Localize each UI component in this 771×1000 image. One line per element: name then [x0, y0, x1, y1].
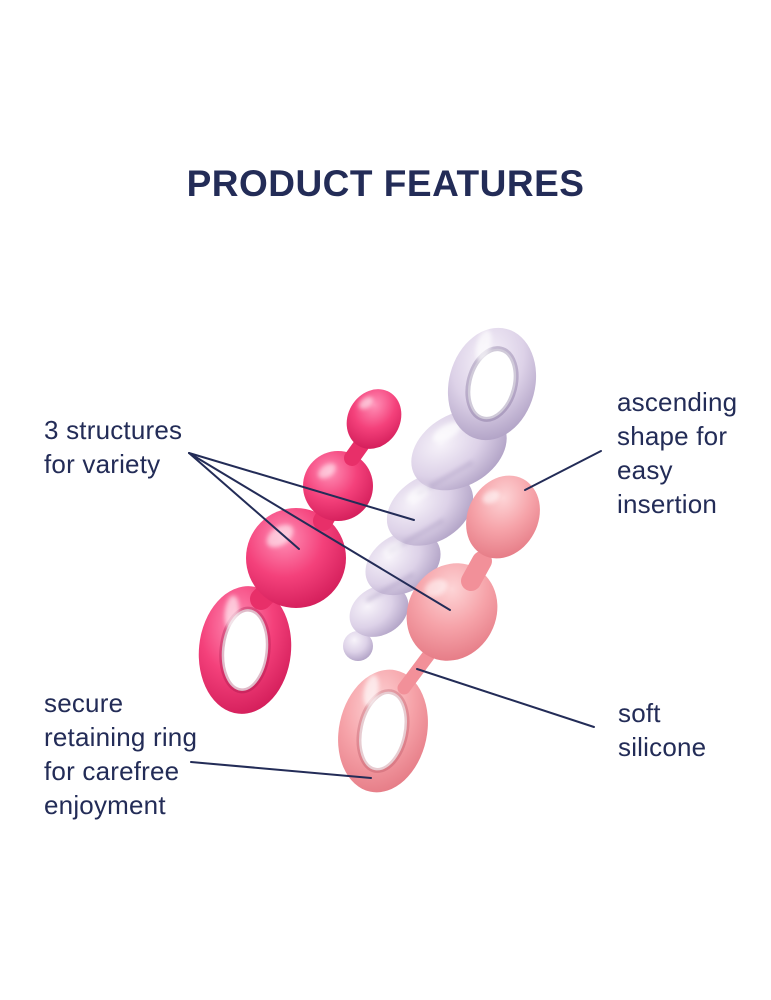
lavender-retaining-ring	[447, 327, 537, 441]
label-retaining-line-3: for carefree	[44, 756, 180, 786]
label-silicone-line-1: soft	[618, 698, 661, 728]
salmon-retaining-ring	[338, 669, 428, 793]
label-structures: 3 structures for variety	[44, 413, 182, 481]
label-ascending-line-4: insertion	[617, 489, 718, 519]
callout-line-retaining-ring	[190, 761, 372, 779]
label-retaining-line-4: enjoyment	[44, 790, 166, 820]
callout-line-ascending-shape	[524, 450, 602, 491]
product-lavender-twisted	[343, 327, 537, 661]
callout-line-soft-silicone	[416, 668, 595, 728]
callout-line-structures-pink	[188, 452, 300, 550]
label-soft-silicone: soft silicone	[618, 696, 706, 764]
label-silicone-line-2: silicone	[618, 732, 707, 762]
pink-retaining-ring	[198, 586, 292, 714]
label-ascending-shape: ascending shape for easy insertion	[617, 385, 737, 521]
label-retaining-line-1: secure	[44, 688, 124, 718]
product-salmon-bulb	[338, 475, 540, 793]
callout-line-structures-salmon	[188, 452, 451, 611]
label-retaining-line-2: retaining ring	[44, 722, 198, 752]
label-structures-line-1: 3 structures	[44, 415, 183, 445]
label-ascending-line-3: easy	[617, 455, 673, 485]
page-title: PRODUCT FEATURES	[186, 163, 585, 204]
label-retaining-ring: secure retaining ring for carefree enjoy…	[44, 686, 197, 822]
callout-line-structures-lavender	[188, 452, 415, 521]
label-ascending-line-2: shape for	[617, 421, 728, 451]
label-ascending-line-1: ascending	[617, 387, 738, 417]
label-structures-line-2: for variety	[44, 449, 161, 479]
